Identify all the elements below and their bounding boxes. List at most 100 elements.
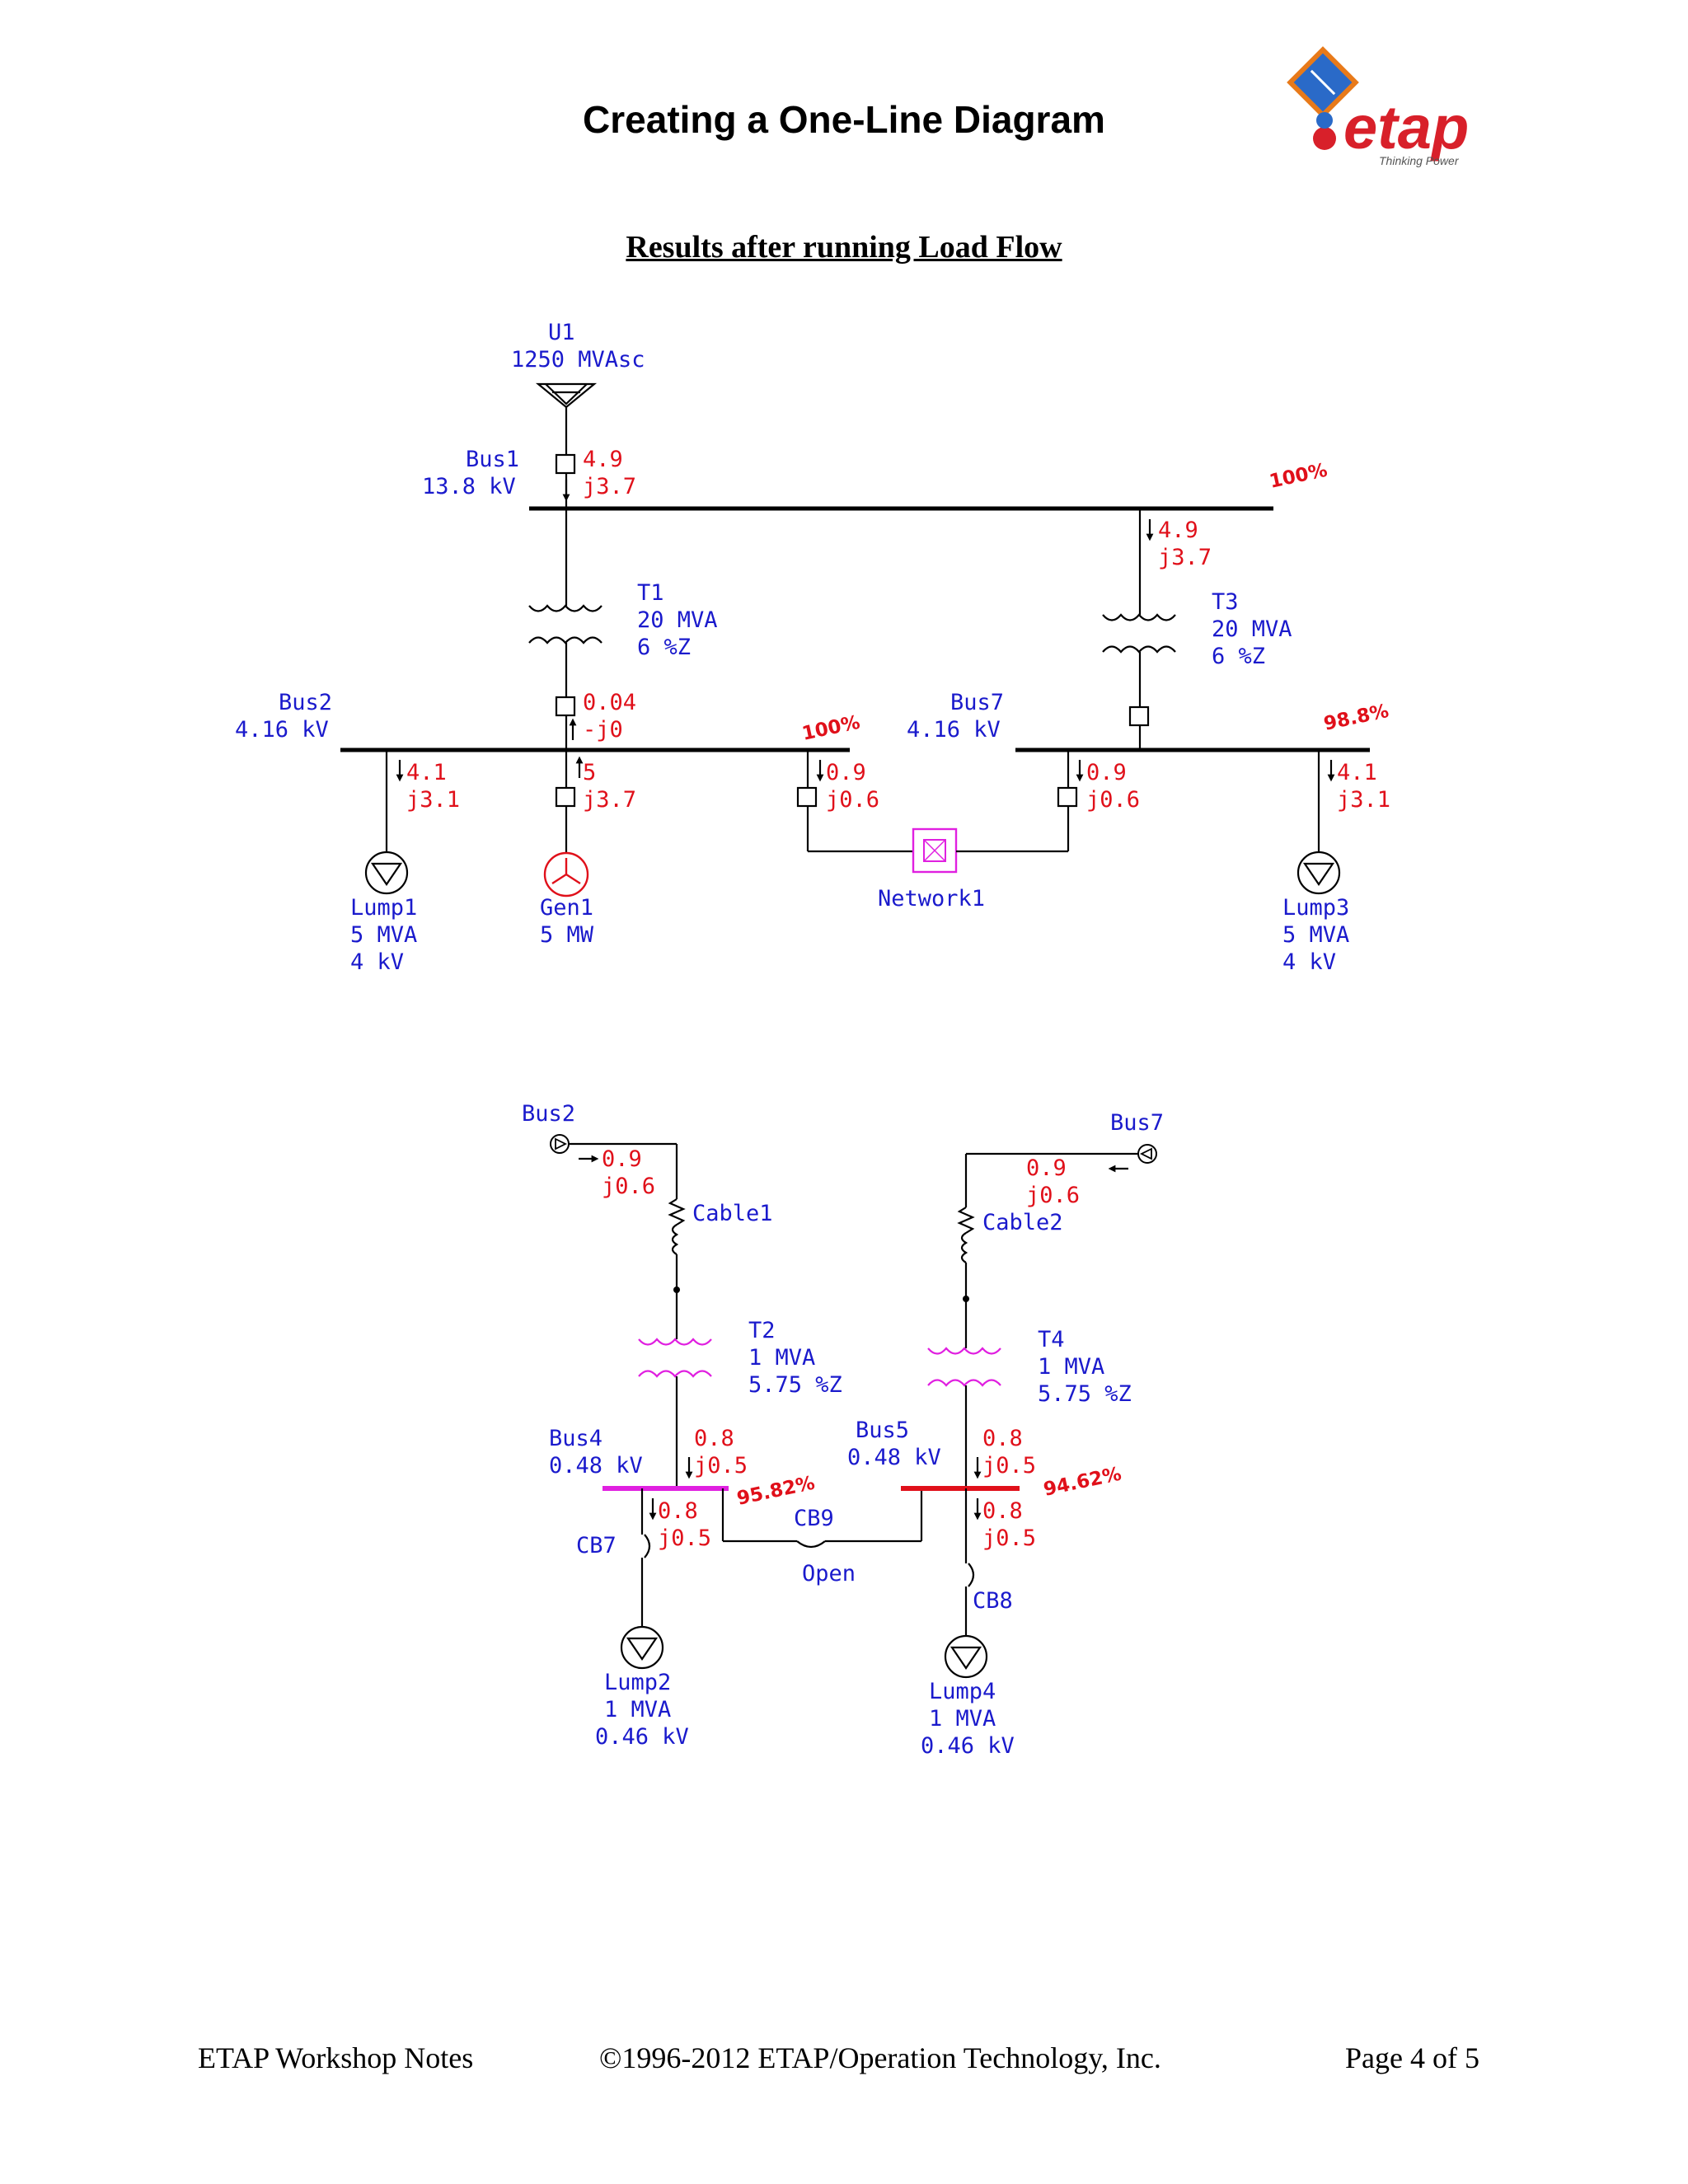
t4-mva: 1 MVA: [1038, 1354, 1104, 1380]
network-right-breaker[interactable]: [1057, 786, 1078, 808]
cable2-flow-q: j0.6: [1026, 1183, 1080, 1208]
lump3-kv: 4 kV: [1282, 949, 1336, 975]
footer-left: ETAP Workshop Notes: [198, 2041, 474, 2074]
utility-icon[interactable]: [535, 382, 598, 409]
transformer-t2-icon[interactable]: [638, 1338, 712, 1378]
lump2-flow-p: 0.8: [658, 1498, 698, 1524]
bus4-name: Bus4: [549, 1426, 603, 1451]
bus2-connector-icon[interactable]: [550, 1134, 570, 1154]
lump1-name: Lump1: [350, 895, 417, 921]
cb9-status: Open: [802, 1561, 856, 1586]
t1-z: 6 %Z: [637, 635, 691, 660]
page-subtitle: Results after running Load Flow: [626, 230, 1062, 265]
t3-flow-q: j3.7: [1158, 545, 1212, 570]
cable1-flow-q: j0.6: [602, 1174, 655, 1199]
one-line-diagram: U1 1250 MVAsc Bus1 13.8 kV 4.9 j3.7 100%…: [235, 320, 1390, 1759]
lump1-load-icon[interactable]: [364, 851, 409, 895]
gen1-name: Gen1: [540, 895, 593, 921]
transformer-t4-icon[interactable]: [927, 1347, 1001, 1387]
lump1-flow-q: j3.1: [406, 787, 460, 813]
network1-icon[interactable]: [912, 827, 958, 874]
u1-flow-q: j3.7: [583, 474, 636, 499]
lump4-name: Lump4: [929, 1679, 996, 1704]
cb8-breaker-icon[interactable]: [968, 1563, 975, 1587]
lump4-flow-q: j0.5: [982, 1526, 1036, 1551]
lump1-kv: 4 kV: [350, 949, 404, 975]
lump4-mva: 1 MVA: [929, 1706, 996, 1732]
cable1-name: Cable1: [692, 1201, 773, 1226]
bus1-name: Bus1: [466, 447, 519, 472]
etap-logo: etap Thinking Power: [1287, 46, 1469, 167]
t3-name: T3: [1212, 589, 1239, 615]
t3-z: 6 %Z: [1212, 644, 1265, 669]
t3-breaker[interactable]: [1128, 705, 1150, 727]
net-left-flow-p: 0.9: [826, 760, 866, 785]
t4-flow-p: 0.8: [982, 1426, 1023, 1451]
network1-name: Network1: [878, 886, 985, 912]
footer-right: Page 4 of 5: [1345, 2041, 1479, 2074]
cable2-flow-p: 0.9: [1026, 1155, 1067, 1181]
gen1-breaker[interactable]: [555, 786, 576, 808]
t3-flow-p: 4.9: [1158, 518, 1198, 543]
u1-name: U1: [548, 320, 575, 345]
lump2-flow-q: j0.5: [658, 1526, 711, 1551]
generator-gen1-icon[interactable]: [543, 851, 589, 898]
gen1-flow-p: 5: [583, 760, 596, 785]
transformer-t1-icon[interactable]: [528, 604, 603, 644]
bus7-connector-icon[interactable]: [1137, 1144, 1157, 1164]
lump2-load-icon[interactable]: [620, 1625, 664, 1670]
u1-rating: 1250 MVAsc: [511, 347, 645, 373]
cable2-name: Cable2: [982, 1210, 1063, 1235]
lump2-kv: 0.46 kV: [595, 1724, 689, 1750]
cb7-name: CB7: [576, 1533, 617, 1558]
bus2-pct: 100%: [800, 712, 862, 745]
t2-flow-q: j0.5: [694, 1453, 748, 1479]
net-left-flow-q: j0.6: [826, 787, 879, 813]
t2-mva: 1 MVA: [748, 1345, 815, 1371]
u1-breaker[interactable]: [555, 453, 576, 475]
lump2-name: Lump2: [604, 1670, 671, 1695]
lump4-kv: 0.46 kV: [921, 1733, 1015, 1759]
t1-mva: 20 MVA: [637, 607, 718, 633]
lump4-flow-p: 0.8: [982, 1498, 1023, 1524]
t1-flow-q: -j0: [583, 717, 623, 743]
t2-flow-p: 0.8: [694, 1426, 734, 1451]
bus1-pct: 100%: [1268, 460, 1329, 493]
cable2-icon[interactable]: [957, 1207, 975, 1263]
t1-name: T1: [637, 580, 664, 606]
cb7-breaker-icon[interactable]: [644, 1534, 651, 1558]
lump3-flow-p: 4.1: [1337, 760, 1377, 785]
lump4-load-icon[interactable]: [944, 1634, 988, 1679]
logo-tagline: Thinking Power: [1379, 154, 1460, 167]
gen1-flow-q: j3.7: [583, 787, 636, 813]
bus2-name: Bus2: [279, 690, 332, 715]
net-right-flow-q: j0.6: [1086, 787, 1140, 813]
cb9-breaker-icon[interactable]: [796, 1540, 826, 1549]
t4-flow-q: j0.5: [982, 1453, 1036, 1479]
lump1-mva: 5 MVA: [350, 922, 417, 948]
logo-text: etap: [1343, 93, 1469, 162]
cb8-name: CB8: [973, 1588, 1013, 1614]
lump1-flow-p: 4.1: [406, 760, 447, 785]
cable1-icon[interactable]: [668, 1198, 686, 1255]
bus5-name: Bus5: [856, 1418, 909, 1443]
bus7-pct: 98.8%: [1322, 701, 1390, 735]
net-right-flow-p: 0.9: [1086, 760, 1127, 785]
t1-breaker[interactable]: [555, 696, 576, 717]
bus2-kv: 4.16 kV: [235, 717, 329, 743]
nested-bus7-name: Bus7: [1110, 1110, 1164, 1136]
transformer-t3-icon[interactable]: [1102, 613, 1176, 654]
network-left-breaker[interactable]: [796, 786, 818, 808]
bus1-kv: 13.8 kV: [422, 474, 516, 499]
bus7-name: Bus7: [950, 690, 1004, 715]
lump3-flow-q: j3.1: [1337, 787, 1390, 813]
bus7-kv: 4.16 kV: [907, 717, 1001, 743]
nested-bus2-name: Bus2: [522, 1101, 575, 1127]
u1-flow-p: 4.9: [583, 447, 623, 472]
t2-z: 5.75 %Z: [748, 1372, 842, 1398]
lump3-load-icon[interactable]: [1296, 851, 1341, 895]
t1-flow-p: 0.04: [583, 690, 636, 715]
t3-mva: 20 MVA: [1212, 616, 1292, 642]
t4-name: T4: [1038, 1327, 1065, 1352]
t4-z: 5.75 %Z: [1038, 1381, 1132, 1407]
